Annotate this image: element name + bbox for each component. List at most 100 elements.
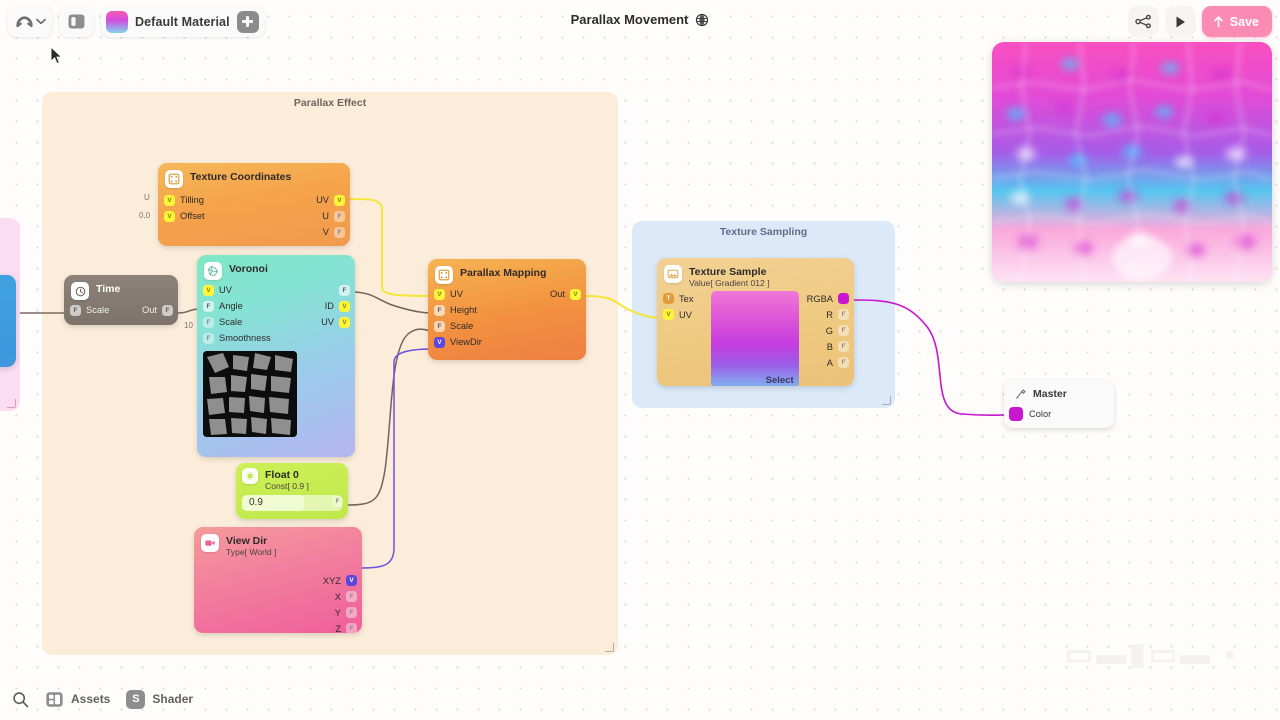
master-node-icon	[1013, 387, 1027, 401]
play-button[interactable]	[1164, 6, 1196, 37]
node-title: Master	[1033, 388, 1067, 400]
node-subtitle: Type[ World ]	[226, 547, 277, 558]
float-value-slider[interactable]: 0.9	[242, 494, 342, 511]
port-label: UV	[679, 309, 692, 320]
port-pin-v-out[interactable]: F	[334, 226, 345, 238]
node-master[interactable]: Master Color	[1004, 380, 1114, 428]
port-pin-uv-out[interactable]: V	[334, 194, 345, 206]
node-offscreen-partial[interactable]: F	[0, 275, 16, 367]
port-label: U	[322, 211, 329, 221]
node-title: Time	[96, 283, 121, 295]
float-value: 0.9	[249, 497, 263, 509]
port-pin-uv[interactable]: V	[203, 284, 214, 296]
node-subtitle: Value[ Gradient 012 ]	[689, 278, 770, 289]
port-label: Out	[142, 305, 157, 315]
save-label: Save	[1229, 14, 1259, 29]
port-pin-xyz[interactable]: V	[346, 575, 357, 587]
port-pin-viewdir[interactable]: V	[434, 336, 445, 348]
node-title: Texture Coordinates	[190, 171, 292, 183]
port-pin-height[interactable]: F	[434, 304, 445, 316]
port-pin-uv[interactable]: V	[434, 288, 445, 300]
port-pin-rgba[interactable]	[838, 293, 849, 305]
undo-dropdown-button[interactable]	[8, 6, 52, 37]
save-button[interactable]: Save	[1201, 6, 1272, 37]
port-pin-y[interactable]: F	[346, 607, 357, 619]
node-time[interactable]: Time F Scale Out F	[64, 275, 178, 325]
add-material-button[interactable]	[236, 10, 259, 33]
port-label: Offset	[180, 211, 205, 221]
port-pin-b[interactable]: F	[838, 341, 849, 353]
port-pin-tilling[interactable]: V	[164, 194, 175, 206]
node-texture-coordinates[interactable]: Texture Coordinates V Tilling UV V V Off…	[158, 163, 350, 246]
port-pin-uv[interactable]: V	[663, 309, 674, 321]
port-label: Scale	[219, 317, 243, 327]
node-voronoi[interactable]: Voronoi V UV F F Angle ID V F	[197, 255, 355, 457]
tab-shader[interactable]: S Shader	[126, 689, 193, 709]
group-title-texture-sampling: Texture Sampling	[719, 226, 808, 238]
port-pin-u-out[interactable]: F	[334, 210, 345, 222]
port-pin-a[interactable]: F	[838, 357, 849, 369]
shader-icon: S	[126, 689, 146, 709]
port-label: ID	[324, 301, 334, 311]
group-resize-handle[interactable]	[7, 399, 16, 408]
texture-preview[interactable]: Select	[710, 290, 799, 386]
node-graph-button[interactable]	[1127, 6, 1159, 37]
tab-assets[interactable]: Assets	[45, 690, 110, 709]
port-label: Z	[335, 623, 341, 633]
node-view-dir[interactable]: View Dir Type[ World ] XYZ V X F Y F Z	[194, 527, 362, 633]
group-resize-handle[interactable]	[882, 396, 891, 405]
node-title: Texture Sample	[689, 266, 767, 278]
port-label: ViewDir	[450, 337, 482, 347]
voronoi-cells-icon	[204, 262, 222, 280]
port-pin-smoothness[interactable]: F	[203, 332, 214, 344]
port-pin-r[interactable]: F	[838, 309, 849, 321]
port-label: Scale	[86, 305, 110, 315]
node-title: Parallax Mapping	[460, 267, 547, 279]
float-dot-icon	[242, 468, 258, 484]
port-label: A	[826, 357, 833, 368]
mouse-cursor	[50, 46, 63, 65]
side-panel-toggle[interactable]	[59, 6, 94, 37]
port-pin-out[interactable]: F	[332, 496, 343, 507]
port-pin-x[interactable]: F	[346, 591, 357, 603]
search-button[interactable]	[12, 691, 29, 708]
texture-select-label[interactable]: Select	[765, 374, 794, 386]
top-toolbar: Default Material Parallax Movement	[0, 0, 1280, 44]
plus-icon[interactable]	[236, 10, 259, 33]
port-pin-out-f[interactable]: F	[339, 284, 350, 296]
port-pin-scale[interactable]: F	[203, 316, 214, 328]
search-icon	[12, 691, 29, 708]
port-pin-color[interactable]	[1009, 407, 1023, 421]
camera-icon	[201, 534, 219, 552]
port-pin-out[interactable]: V	[570, 288, 581, 300]
port-pin-uv-out[interactable]: V	[339, 316, 350, 328]
port-pin-g[interactable]: F	[838, 325, 849, 337]
port-pin-scale[interactable]: F	[70, 304, 81, 316]
material-preview[interactable]	[992, 42, 1272, 282]
material-swatch	[106, 10, 128, 33]
port-pin-out[interactable]: F	[162, 304, 173, 316]
node-parallax-mapping[interactable]: Parallax Mapping V UV Out V F Height F S…	[428, 259, 586, 360]
port-label: UV	[450, 289, 463, 299]
group-title-parallax-effect: Parallax Effect	[293, 97, 367, 109]
node-texture-sample[interactable]: Texture Sample Value[ Gradient 012 ] T T…	[657, 258, 854, 386]
chevron-down-icon[interactable]	[36, 18, 46, 25]
undo-arrow-icon	[16, 15, 33, 28]
material-selector[interactable]: Default Material	[101, 6, 265, 37]
port-label: UV	[219, 285, 232, 295]
port-pin-tex[interactable]: T	[663, 293, 674, 305]
port-pin-id[interactable]: V	[339, 300, 350, 312]
port-label: Tex	[679, 293, 694, 304]
port-pin-offset[interactable]: V	[164, 210, 175, 222]
material-name: Default Material	[135, 14, 230, 29]
port-pin-angle[interactable]: F	[203, 300, 214, 312]
globe-icon[interactable]	[695, 13, 709, 27]
group-resize-handle[interactable]	[605, 643, 614, 652]
node-float-0[interactable]: Float 0 Const[ 0.9 ] 0.9 F	[236, 463, 348, 519]
port-pin-z[interactable]: F	[346, 623, 357, 633]
upload-arrow-icon	[1213, 15, 1224, 28]
port-label: B	[826, 341, 833, 352]
port-label: G	[825, 325, 833, 336]
port-pin-scale[interactable]: F	[434, 320, 445, 332]
